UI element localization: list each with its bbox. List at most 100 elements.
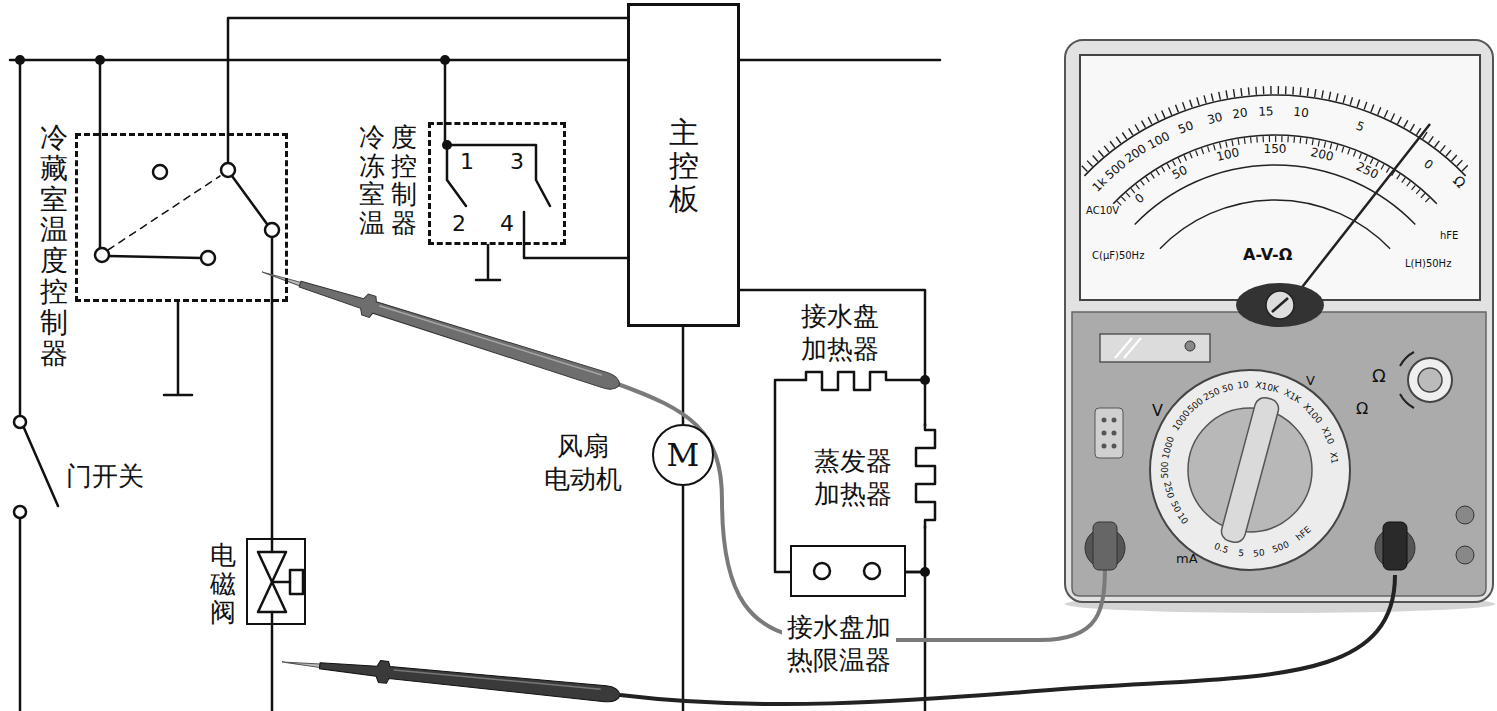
board-label: 主控板 bbox=[669, 116, 699, 215]
terminal-number: 3 bbox=[510, 150, 524, 174]
scale-number: 150 bbox=[1264, 143, 1287, 156]
multimeter bbox=[1065, 40, 1495, 613]
switch-contact bbox=[201, 251, 215, 265]
switch-contact bbox=[14, 416, 26, 428]
label-holder: 10 bbox=[1175, 512, 1190, 527]
range-dial bbox=[1150, 370, 1350, 570]
meter-window bbox=[1100, 334, 1210, 362]
red-probe bbox=[259, 262, 623, 396]
socket-hole bbox=[1112, 431, 1117, 436]
zero-screw bbox=[1266, 291, 1294, 319]
probe-highlight bbox=[379, 305, 602, 376]
terminal-wire bbox=[523, 212, 526, 245]
component-label: 电磁阀 bbox=[210, 541, 236, 627]
label-holder: 10 bbox=[1293, 106, 1310, 121]
meter-scales bbox=[1084, 90, 1466, 249]
range-label: X10K bbox=[1255, 381, 1280, 396]
test-leads bbox=[259, 262, 1407, 707]
label-holder: X100 bbox=[1301, 402, 1324, 426]
indicator-dot bbox=[1185, 341, 1195, 351]
label-holder: 200 bbox=[1310, 146, 1335, 164]
door-switch-lever bbox=[24, 428, 58, 506]
component-label: 冷藏室温度控制器 bbox=[40, 123, 68, 369]
ground-symbol bbox=[164, 302, 192, 395]
ohm-adjust-knob bbox=[1408, 358, 1452, 402]
scale-number: 10 bbox=[1293, 106, 1310, 121]
label-holder: 500 bbox=[1272, 540, 1292, 556]
label-holder: Ω bbox=[1372, 366, 1386, 386]
label-holder: 1000 bbox=[1161, 436, 1176, 461]
valve-coil bbox=[290, 570, 303, 594]
knob-center bbox=[1418, 368, 1442, 392]
text-holder: M bbox=[654, 426, 712, 484]
component-label: 风扇 电动机 bbox=[540, 430, 626, 495]
scale-ticks bbox=[1084, 90, 1466, 169]
dial-pointer bbox=[1219, 395, 1280, 544]
black-lead-cable bbox=[620, 575, 1395, 704]
label-holder: 50 bbox=[1221, 383, 1235, 396]
probe-highlight bbox=[394, 669, 601, 690]
scale-number: 0 bbox=[1421, 157, 1435, 172]
thermostat-common-wire bbox=[227, 133, 230, 163]
scale-ticks bbox=[1119, 139, 1432, 204]
probe-tip bbox=[282, 660, 320, 667]
scale-number: 100 bbox=[1215, 146, 1240, 164]
thermostat-blade bbox=[232, 176, 267, 224]
label-holder: Ω bbox=[1450, 173, 1469, 191]
socket-hole bbox=[1102, 418, 1107, 423]
socket-hole bbox=[1112, 418, 1117, 423]
limiter-contact bbox=[814, 563, 830, 579]
label-holder: 50 bbox=[1177, 120, 1196, 138]
label-holder: hFE bbox=[1294, 525, 1313, 543]
probe-handle bbox=[319, 655, 622, 706]
lead-plug bbox=[1383, 522, 1407, 570]
label-holder: 500 bbox=[1161, 461, 1171, 478]
label-holder: hFE bbox=[1440, 230, 1458, 241]
scale-number: 30 bbox=[1206, 111, 1224, 127]
label-holder: X1 bbox=[1327, 452, 1338, 465]
scale-number: 50 bbox=[1170, 164, 1190, 183]
label-holder: X10K bbox=[1255, 381, 1280, 396]
junction-dot bbox=[442, 140, 452, 150]
label-holder: 200 bbox=[1123, 143, 1149, 167]
label-holder: V bbox=[1306, 374, 1315, 388]
lower-panel bbox=[1072, 312, 1486, 596]
label-holder: 250 bbox=[1202, 387, 1222, 404]
meter-body bbox=[1065, 40, 1493, 602]
meter-legend: A-V-Ω bbox=[1243, 246, 1292, 264]
power-bus-wire bbox=[10, 59, 940, 62]
junction-dot bbox=[95, 55, 105, 65]
scale-number: 200 bbox=[1123, 143, 1149, 167]
lead-plug bbox=[1093, 522, 1117, 570]
scale-number: 200 bbox=[1310, 146, 1335, 164]
range-label: X100 bbox=[1301, 402, 1324, 426]
drain-pan-heater-symbol bbox=[775, 372, 925, 572]
label-holder: 2 bbox=[452, 212, 466, 236]
range-label: 500 bbox=[1186, 396, 1206, 415]
range-label: 10 bbox=[1237, 381, 1249, 392]
label-holder: 50 bbox=[1168, 499, 1182, 514]
range-label: 10 bbox=[1175, 512, 1190, 527]
range-label: 50 bbox=[1253, 548, 1265, 559]
label-holder: 0.5 bbox=[1213, 542, 1230, 556]
thermostat-contact-bar bbox=[109, 256, 201, 258]
window-glint bbox=[1115, 338, 1141, 358]
probe-handle bbox=[297, 274, 623, 396]
range-label: 50 bbox=[1221, 383, 1235, 396]
scale-number: 15 bbox=[1258, 105, 1274, 119]
switch-contact bbox=[14, 506, 26, 518]
label-holder: C(μF)50Hz bbox=[1092, 250, 1144, 261]
label-holder: mA bbox=[1176, 552, 1198, 566]
scale-number: 100 bbox=[1145, 130, 1171, 152]
scale-number: 250 bbox=[1354, 160, 1380, 182]
scale-legend: hFE bbox=[1440, 230, 1458, 241]
component-label: 接水盘 加热器 bbox=[797, 300, 883, 365]
fan-wire bbox=[682, 486, 685, 711]
text-holder: 冷藏室温度控制器 bbox=[40, 123, 68, 369]
scale-arc bbox=[1160, 200, 1390, 249]
main-control-board: 主控板 bbox=[627, 3, 740, 327]
label-holder: 接水盘 加热器 bbox=[797, 300, 883, 365]
junction-dots bbox=[15, 55, 930, 577]
text-holder: 冷冻室温度控制器 bbox=[359, 123, 417, 240]
hfe-socket bbox=[1095, 408, 1123, 458]
